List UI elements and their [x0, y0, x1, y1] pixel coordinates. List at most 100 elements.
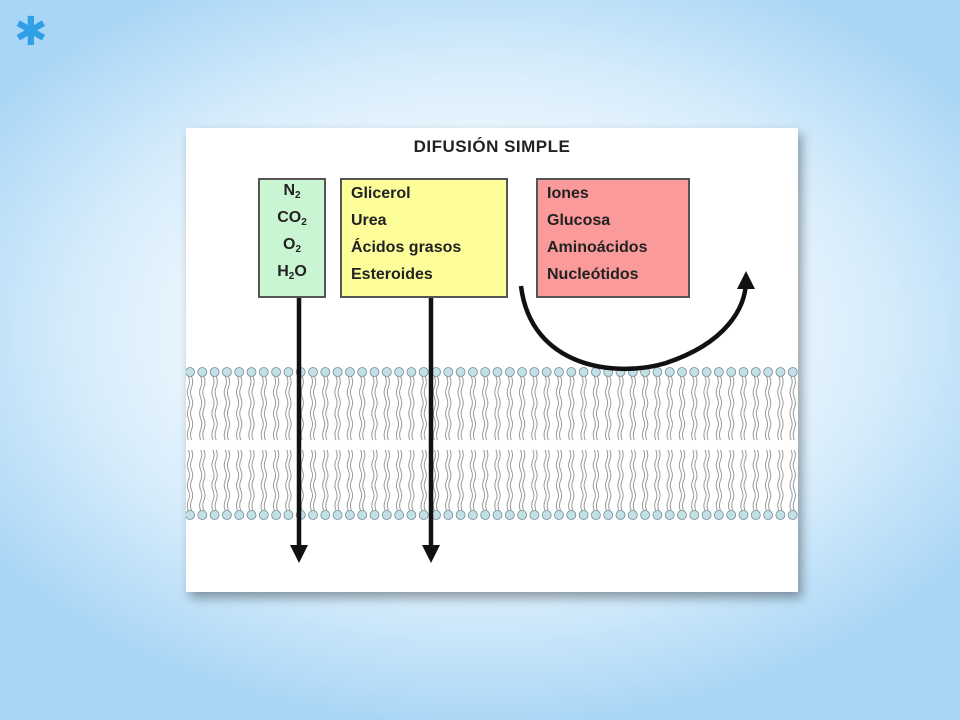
- lipid-tail: [608, 376, 612, 441]
- lipid-tail: [740, 376, 744, 441]
- lipid-tail: [592, 449, 596, 511]
- lipid-tail: [657, 376, 661, 441]
- lipid-tail: [420, 449, 424, 511]
- lipid-head: [566, 367, 577, 377]
- lipid-tail: [731, 449, 735, 511]
- lipid-head: [258, 367, 269, 377]
- lipid-tail: [691, 449, 695, 511]
- lipid-head: [455, 510, 466, 520]
- lipid-tail: [518, 449, 523, 511]
- lipid-head: [529, 367, 540, 377]
- lipid-tail: [740, 449, 744, 511]
- lipid-soluble-box: Glicerol Urea Ácidos grasos Esteroides: [340, 178, 508, 298]
- lipid-tail: [534, 449, 538, 511]
- lipid-head: [320, 367, 331, 377]
- lipid-head: [186, 367, 195, 377]
- lipid-tail: [666, 449, 670, 511]
- lipid-tail: [349, 449, 354, 511]
- lipid-tail: [460, 449, 464, 511]
- lipid-head: [750, 367, 761, 377]
- lipid-tail: [666, 376, 670, 441]
- lipid-tail: [629, 449, 633, 511]
- blocked-transport-arrow: [518, 271, 755, 372]
- lipid-tail: [423, 376, 427, 441]
- lipid-tail: [531, 376, 535, 441]
- lipid-tail: [300, 449, 304, 511]
- lipid-tail: [632, 449, 636, 511]
- lipid-tail: [682, 376, 686, 441]
- star-icon: ✱: [14, 9, 48, 55]
- lipid-tail: [706, 449, 710, 511]
- lipid-tail: [408, 449, 412, 511]
- lipid-head: [480, 367, 491, 377]
- lipid-head: [394, 367, 405, 377]
- lipid-tail: [432, 449, 436, 511]
- lipid-soluble-item: Ácidos grasos: [351, 239, 462, 256]
- membrane-diagram: [186, 271, 798, 563]
- lipid-head: [186, 510, 195, 520]
- lipid-head: [344, 510, 355, 520]
- lipid-head: [677, 367, 687, 377]
- lipid-tail: [617, 449, 621, 511]
- lipid-head: [234, 510, 245, 520]
- lipid-tail: [383, 376, 387, 441]
- lipid-tail: [780, 449, 784, 511]
- lipid-tail: [469, 376, 473, 441]
- lipid-tail: [571, 449, 575, 511]
- lipid-tail: [654, 449, 658, 511]
- lipid-tail: [555, 376, 559, 441]
- lipid-tail: [694, 376, 698, 441]
- lipid-tail: [645, 376, 649, 441]
- lipid-tail: [568, 376, 572, 441]
- lipid-tail: [752, 449, 756, 511]
- lipid-head: [406, 510, 417, 520]
- lipid-tail: [555, 449, 559, 511]
- lipid-tail: [641, 376, 646, 441]
- lipid-tail: [620, 376, 624, 441]
- lipid-tail: [276, 449, 280, 511]
- lipid-tail: [706, 376, 710, 441]
- lipid-tail: [605, 376, 609, 441]
- lipid-tail: [789, 376, 793, 441]
- lipid-tail: [654, 376, 658, 441]
- lipid-tail: [359, 449, 363, 511]
- lipid-head: [455, 367, 466, 377]
- lipid-tail: [764, 449, 769, 511]
- lipid-tail: [371, 376, 375, 441]
- lipid-head: [394, 510, 405, 520]
- lipid-tail: [211, 376, 215, 441]
- lipid-tail: [494, 376, 498, 441]
- gas-item: N2: [283, 182, 301, 201]
- lipid-tail: [497, 449, 501, 511]
- lipid-head: [627, 510, 638, 520]
- lipid-head: [726, 510, 737, 520]
- lipid-tail: [715, 376, 719, 441]
- lipid-tail: [325, 449, 329, 511]
- lipid-head: [590, 510, 601, 520]
- lipid-tail: [457, 449, 461, 511]
- lipid-tail: [423, 449, 427, 511]
- lipid-head: [529, 510, 540, 520]
- lipid-tail: [509, 376, 513, 441]
- lipid-head: [517, 367, 528, 377]
- lipid-head: [775, 510, 786, 520]
- lipid-head: [787, 367, 798, 377]
- lipid-tail: [632, 376, 636, 441]
- lipid-head: [357, 367, 368, 377]
- lipid-tail: [288, 376, 292, 441]
- lipid-tail: [276, 376, 280, 441]
- lipid-head: [726, 367, 737, 377]
- lipid-tail: [260, 376, 264, 441]
- lipid-tail: [497, 376, 501, 441]
- lipid-head: [677, 510, 687, 520]
- lipid-tail: [362, 449, 366, 511]
- lipid-tail: [236, 376, 240, 441]
- lipid-head: [541, 367, 552, 377]
- lipid-tail: [522, 449, 526, 511]
- lipid-tail: [777, 449, 781, 511]
- lipid-head: [308, 367, 318, 377]
- gases-box: N2 CO2 O2 H2O: [258, 178, 326, 298]
- lipid-head: [504, 510, 515, 520]
- lipid-tail: [309, 376, 313, 441]
- lipid-head: [418, 510, 429, 520]
